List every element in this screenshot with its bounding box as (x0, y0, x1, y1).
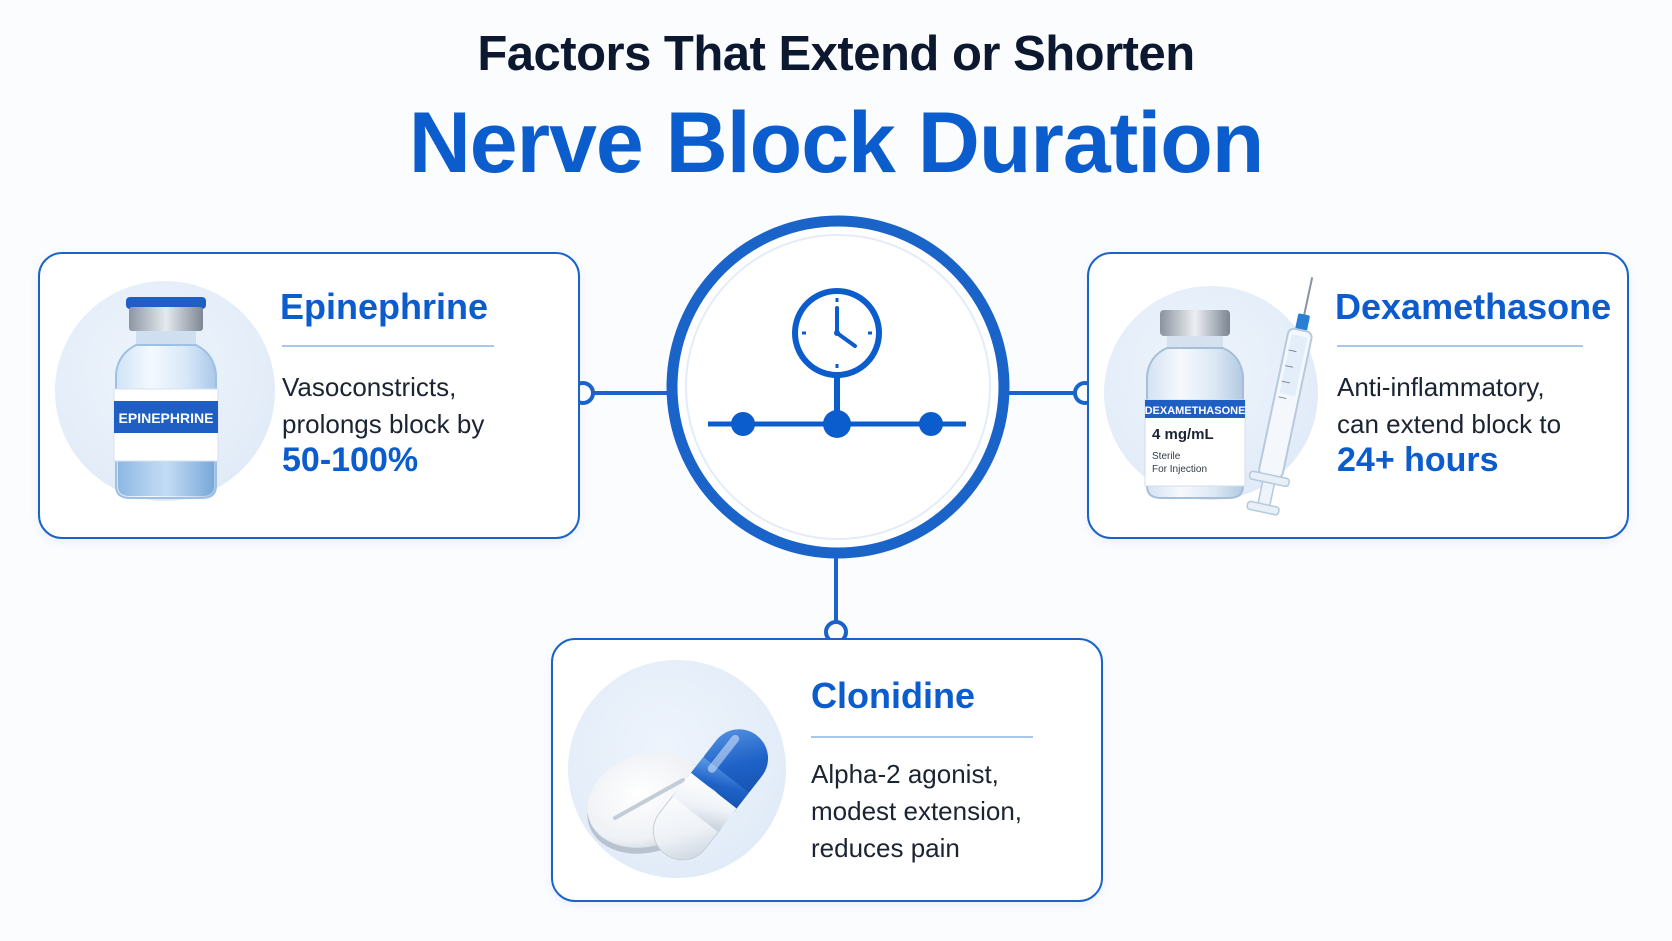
factor-desc-clonidine: Alpha-2 agonist, modest extension, reduc… (811, 756, 1022, 867)
pill-capsule-icon (587, 729, 769, 861)
divider (811, 736, 1033, 738)
vial-label-epinephrine: EPINEPHRINE (119, 410, 214, 426)
desc-line: can extend block to (1337, 409, 1562, 439)
factor-name-epinephrine: Epinephrine (280, 286, 489, 327)
desc-line: reduces pain (811, 833, 960, 863)
page-title: Nerve Block Duration (408, 95, 1265, 191)
factor-highlight-dexamethasone: 24+ hours (1337, 441, 1499, 479)
factor-name-clonidine: Clonidine (811, 675, 975, 716)
title-line-1: Factors That Extend or Shorten (477, 27, 1195, 81)
vial-dose: 4 mg/mL (1152, 426, 1214, 443)
desc-line: modest extension, (811, 796, 1023, 826)
factor-desc-epinephrine: Vasoconstricts, prolongs block by (282, 369, 484, 443)
vial-icon: EPINEPHRINE (113, 297, 219, 499)
factor-name-dexamethasone: Dexamethasone (1335, 286, 1612, 327)
desc-line: Vasoconstricts, (282, 372, 457, 402)
factor-desc-dexamethasone: Anti-inflammatory, can extend block to (1337, 369, 1561, 443)
factor-highlight-epinephrine: 50-100% (282, 441, 419, 479)
desc-line: Alpha-2 agonist, (811, 759, 999, 789)
clock-timeline-icon (666, 215, 1010, 559)
factor-card-dexamethasone: DEXAMETHASONE 4 mg/mL Sterile For Inject… (1087, 252, 1629, 539)
factor-card-clonidine: Clonidine Alpha-2 agonist, modest extens… (551, 638, 1103, 902)
factor-card-epinephrine: EPINEPHRINE Epinephrine Vasoconstricts, … (38, 252, 580, 539)
vial-note-injection: For Injection (1152, 464, 1207, 475)
vial-syringe-icon: DEXAMETHASONE 4 mg/mL Sterile For Inject… (1144, 277, 1314, 516)
divider (282, 345, 494, 347)
desc-line: Anti-inflammatory, (1337, 372, 1545, 402)
desc-line: prolongs block by (282, 409, 485, 439)
vial-note-sterile: Sterile (1152, 451, 1181, 462)
vial-label-dexamethasone: DEXAMETHASONE (1145, 405, 1246, 417)
divider (1337, 345, 1583, 347)
